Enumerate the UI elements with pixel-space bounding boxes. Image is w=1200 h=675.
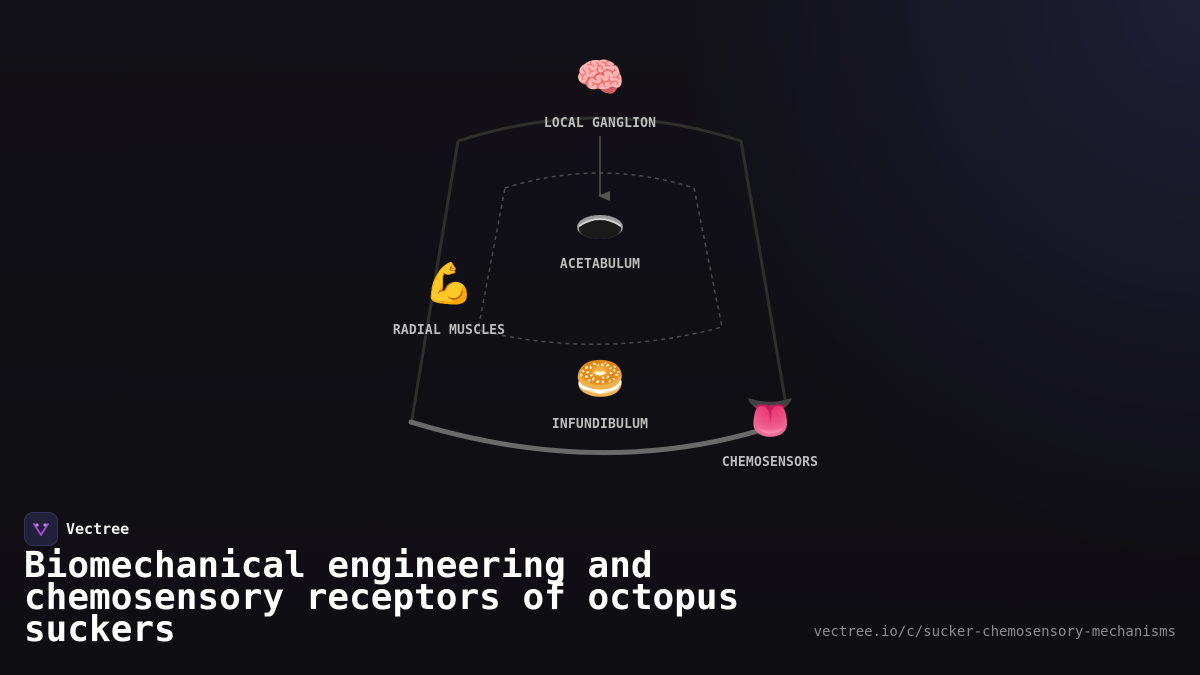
bagel-icon: 🥯: [575, 356, 625, 402]
vectree-logo-icon: [24, 512, 58, 546]
brain-icon: 🧠: [575, 55, 625, 101]
brand[interactable]: Vectree: [24, 512, 129, 546]
flexed-biceps-icon: 💪: [424, 261, 474, 307]
page-title: Biomechanical engineering and chemosenso…: [24, 545, 740, 650]
node-label-infundibulum: INFUNDIBULUM: [551, 417, 649, 432]
outer-cup-rim: [408, 419, 771, 456]
cup-hole-icon: [577, 215, 623, 239]
outer-cup-outline: [409, 116, 788, 426]
node-label-radial-muscles: RADIAL MUSCLES: [392, 323, 506, 338]
source-url[interactable]: vectree.io/c/sucker-chemosensory-mechani…: [813, 624, 1176, 640]
node-label-local-ganglion: LOCAL GANGLION: [543, 116, 657, 131]
brand-name: Vectree: [66, 520, 130, 538]
tongue-icon: 👅: [745, 395, 795, 441]
node-label-chemosensors: CHEMOSENSORS: [721, 455, 819, 470]
node-label-acetabulum: ACETABULUM: [559, 257, 641, 272]
